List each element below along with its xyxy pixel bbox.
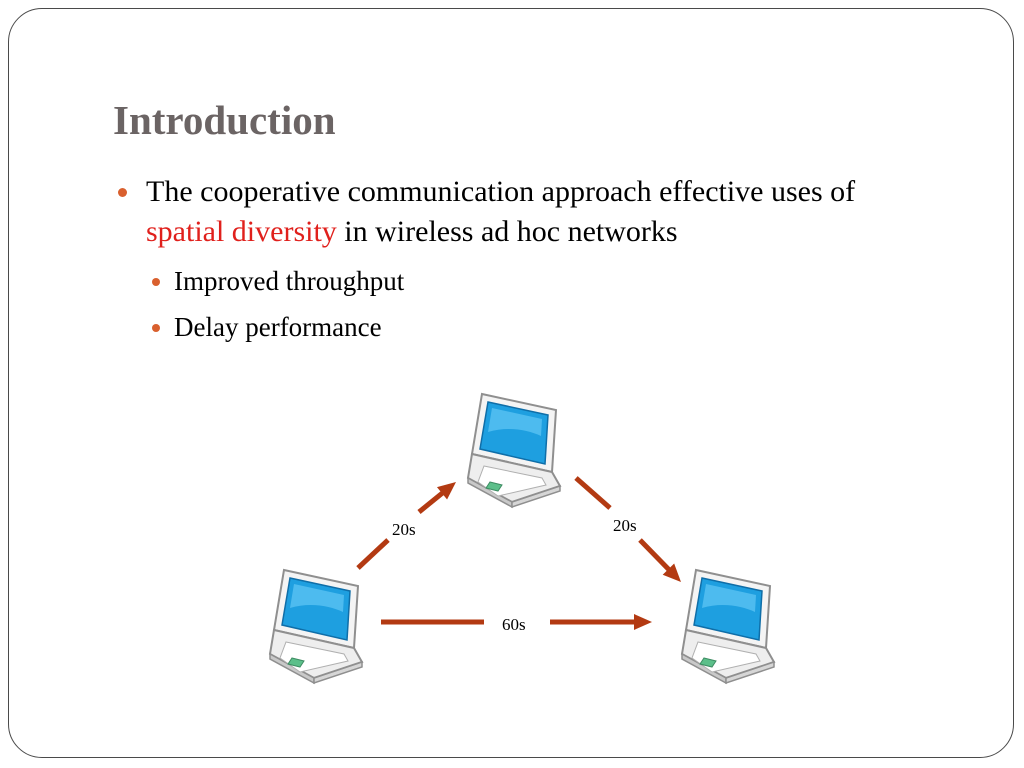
- bullet-main: The cooperative communication approach e…: [118, 172, 938, 252]
- edge-right-seg-1: [574, 476, 612, 510]
- edge-right-seg-2-arrowhead: [662, 563, 681, 582]
- bullet-main-text-2: in wireless ad hoc networks: [336, 215, 678, 248]
- edge-label-right: 20s: [613, 516, 637, 535]
- edge-label-left: 20s: [392, 520, 416, 539]
- edge-left-seg-2-arrowhead: [436, 482, 456, 500]
- bullet-main-highlight: spatial diversity: [146, 215, 337, 248]
- edge-label-bottom: 60s: [502, 615, 526, 634]
- laptop-icon-top: [467, 393, 561, 508]
- sub-bullet-label: Delay performance: [174, 312, 382, 342]
- laptop-icon-right: [681, 569, 775, 684]
- sub-bullet-throughput: Improved throughput: [152, 258, 938, 304]
- bullet-dot: [118, 188, 127, 197]
- edge-left-seg-2: [417, 488, 447, 514]
- edge-left-seg-1: [356, 538, 390, 570]
- bullet-dot: [152, 324, 160, 332]
- laptop-icon-left: [269, 569, 363, 684]
- sub-bullet-list: Improved throughput Delay performance: [152, 258, 938, 350]
- slide-frame: [8, 8, 1014, 758]
- bullet-main-text-1: The cooperative communication approach e…: [146, 175, 856, 208]
- edges: [356, 476, 681, 630]
- edge-bottom-seg-2-arrowhead: [634, 614, 652, 630]
- slide-title: Introduction: [113, 97, 336, 143]
- sub-bullet-delay: Delay performance: [152, 304, 938, 350]
- sub-bullet-label: Improved throughput: [174, 266, 405, 296]
- edge-right-seg-2: [638, 538, 674, 574]
- bullet-dot: [152, 278, 160, 286]
- bullet-list: The cooperative communication approach e…: [118, 172, 938, 350]
